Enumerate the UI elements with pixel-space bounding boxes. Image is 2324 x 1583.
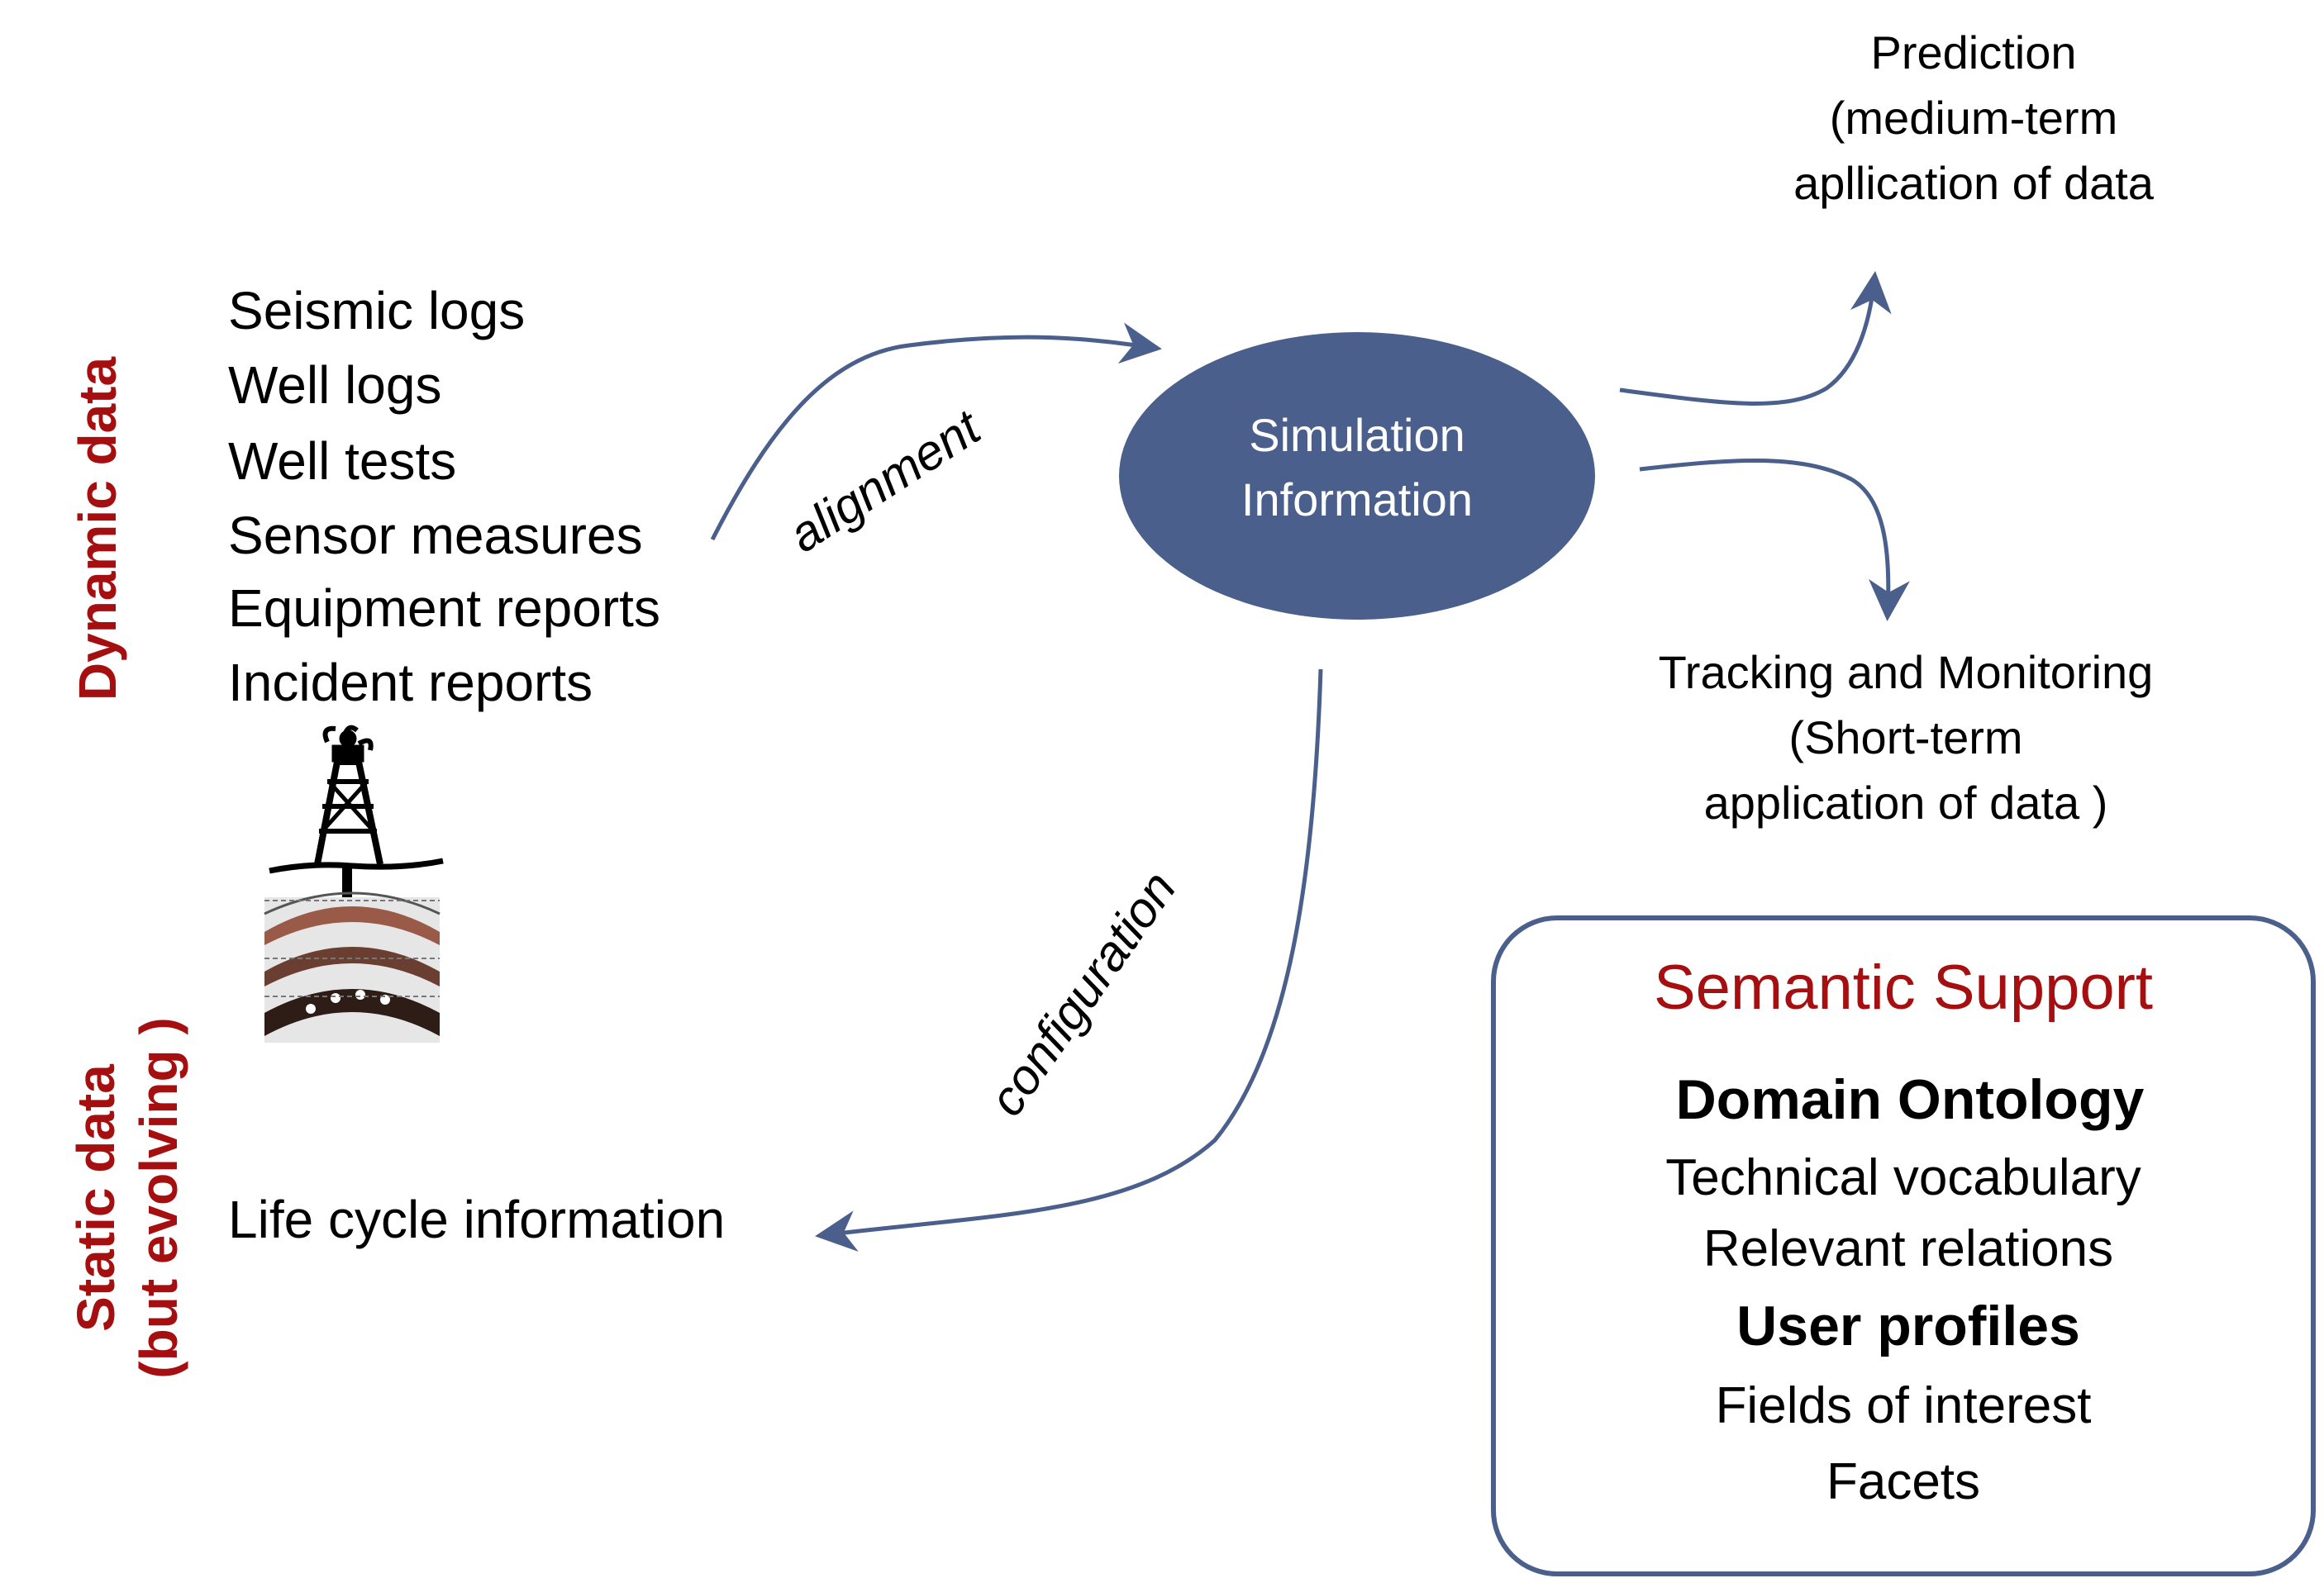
simulation-node-label: Simulation Information	[1117, 403, 1597, 532]
list-item: Sensor measures	[228, 506, 643, 565]
prediction-block: Prediction (medium-term apllication of d…	[1793, 20, 2154, 216]
configuration-arrow	[815, 668, 1323, 1252]
prediction-detail: apllication of data	[1793, 157, 2154, 209]
oil-well-illustration	[264, 725, 444, 1043]
user-profiles-item: Fields of interest	[1715, 1377, 2092, 1434]
list-item: Life cycle information	[228, 1190, 726, 1249]
list-item: Well logs	[228, 355, 442, 415]
static-data-text: Static data	[66, 1064, 126, 1332]
rock-strata-icon	[264, 891, 441, 1043]
semantic-support-title: Semantic Support	[1653, 953, 2154, 1023]
prediction-title: Prediction	[1870, 26, 2077, 78]
static-data-label: Static data (but evolving )	[64, 1017, 190, 1378]
domain-ontology-heading: Domain Ontology	[1675, 1068, 2145, 1131]
alignment-arrow	[710, 322, 1162, 541]
oil-rig-icon	[269, 725, 444, 897]
domain-ontology-item: Technical vocabulary	[1665, 1149, 2141, 1206]
static-data-subtext: (but evolving )	[129, 1017, 188, 1379]
prediction-arrow	[1619, 271, 1892, 406]
dynamic-data-label: Dynamic data	[66, 357, 129, 701]
dynamic-data-text: Dynamic data	[68, 356, 127, 701]
simulation-node	[1119, 332, 1595, 620]
tracking-block: Tracking and Monitoring (Short-term appl…	[1659, 639, 2154, 835]
tracking-subtitle: (Short-term	[1788, 711, 2023, 763]
semantic-support-box: Semantic Support Domain Ontology Technic…	[1491, 915, 2316, 1576]
tracking-detail: application of data )	[1703, 777, 2108, 829]
user-profiles-item: Facets	[1826, 1453, 1981, 1510]
user-profiles-heading: User profiles	[1736, 1295, 2080, 1357]
list-item: Well tests	[228, 431, 457, 491]
list-item: Incident reports	[228, 653, 593, 712]
tracking-arrow	[1639, 458, 1910, 621]
tracking-title: Tracking and Monitoring	[1658, 646, 2154, 698]
simulation-node-line2: Information	[1241, 473, 1474, 525]
domain-ontology-item: Relevant relations	[1703, 1220, 2114, 1277]
simulation-node-line1: Simulation	[1249, 409, 1465, 461]
prediction-subtitle: (medium-term	[1829, 92, 2118, 144]
list-item: Seismic logs	[228, 281, 526, 340]
list-item: Equipment reports	[228, 578, 660, 638]
